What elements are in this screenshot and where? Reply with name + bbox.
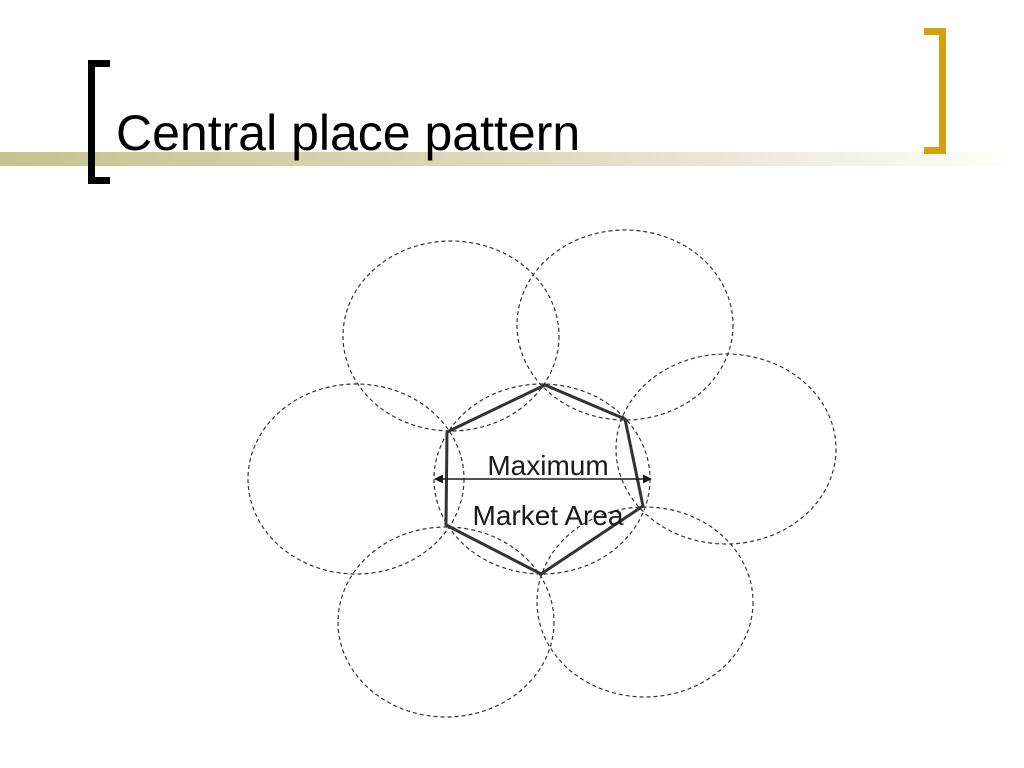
market-circle-bottom-right — [536, 506, 754, 698]
market-circles — [247, 229, 837, 718]
left-bracket-decoration — [88, 60, 110, 184]
slide-title: Central place pattern — [116, 105, 581, 161]
hexagonal-market-area — [444, 383, 645, 576]
title-underline-bar — [0, 152, 1024, 166]
market-circle-bottom-left — [337, 526, 555, 718]
market-circle-left — [247, 383, 465, 575]
label-market-area: Market Area — [473, 500, 624, 531]
market-circle-right — [615, 353, 837, 545]
market-circle-top-right — [516, 229, 734, 421]
title-underline-graphic — [0, 152, 1024, 166]
label-maximum: Maximum — [487, 450, 608, 481]
right-bracket-decoration — [924, 28, 946, 154]
underline-gradient-rect — [0, 152, 1024, 166]
market-circle-top-left — [342, 240, 560, 432]
